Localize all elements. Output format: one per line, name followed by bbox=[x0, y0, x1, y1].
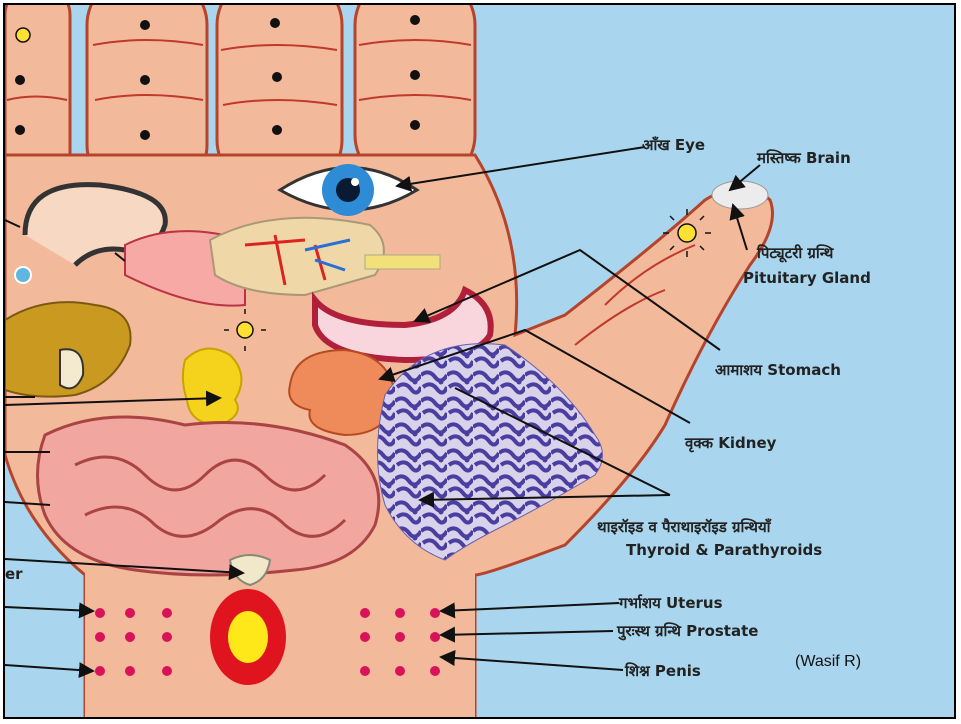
label-prostate: पुरःस्थ ग्रन्थि Prostate bbox=[617, 621, 758, 641]
label-penis: शिश्न Penis bbox=[625, 661, 701, 681]
gallbladder-organ bbox=[60, 349, 83, 388]
label-bladder-fragment: er bbox=[5, 565, 23, 583]
wrist-center-point bbox=[210, 589, 286, 685]
sun-icon bbox=[16, 28, 30, 42]
label-brain: मस्तिष्क Brain bbox=[757, 148, 851, 168]
credit-text: (Wasif R) bbox=[795, 653, 861, 671]
intestines-organ bbox=[38, 417, 379, 575]
label-kidney: वृक्क Kidney bbox=[685, 433, 776, 453]
brain-organ bbox=[712, 181, 768, 209]
label-thyroid-english: Thyroid & Parathyroids bbox=[626, 541, 822, 559]
label-stomach: आमाशय Stomach bbox=[715, 360, 841, 380]
yellow-organ bbox=[183, 349, 242, 425]
label-eye: आँख Eye bbox=[642, 135, 705, 155]
label-pituitary-english: Pituitary Gland bbox=[743, 269, 871, 287]
diagram-frame: आँख Eye मस्तिष्क Brain पिट्यूटरी ग्रन्थि… bbox=[3, 3, 956, 719]
label-thyroid-hindi: थाइरॉइड व पैराथाइरॉइड ग्रन्थियाँ bbox=[597, 517, 771, 537]
label-pituitary-hindi: पिट्यूटरी ग्रन्थि bbox=[757, 243, 833, 263]
spleen-mark bbox=[15, 267, 31, 283]
label-uterus: गर्भाशय Uterus bbox=[619, 593, 723, 613]
